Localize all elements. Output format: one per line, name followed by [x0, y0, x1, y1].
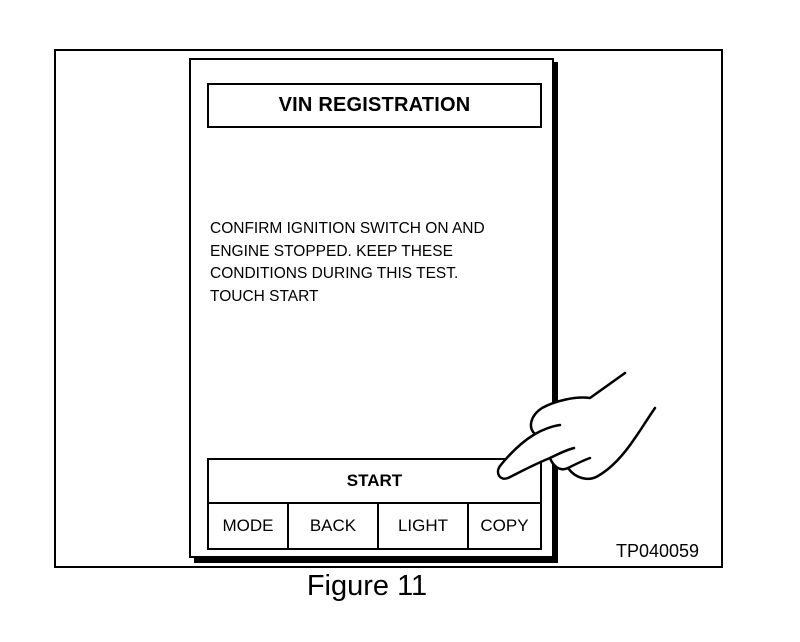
- back-button[interactable]: BACK: [289, 504, 379, 548]
- start-button[interactable]: START: [207, 458, 542, 502]
- instruction-message: CONFIRM IGNITION SWITCH ON AND ENGINE ST…: [210, 218, 545, 308]
- figure-reference-code: TP040059: [616, 541, 700, 561]
- copy-button[interactable]: COPY: [480, 516, 529, 535]
- function-button-row: MODE BACK LIGHT COPY: [207, 502, 542, 550]
- mode-button[interactable]: MODE: [209, 504, 289, 548]
- pointing-hand-icon: [496, 371, 657, 480]
- message-line: CONDITIONS DURING THIS TEST.: [210, 265, 459, 282]
- message-line: TOUCH START: [210, 287, 319, 305]
- light-button[interactable]: LIGHT: [379, 504, 469, 548]
- figure-caption: Figure 11: [306, 570, 428, 602]
- device-screen: VIN REGISTRATION CONFIRM IGNITION SWITCH…: [189, 58, 554, 558]
- message-line: CONFIRM IGNITION SWITCH ON AND: [210, 220, 485, 237]
- screen-title: VIN REGISTRATION: [207, 83, 542, 128]
- message-line: ENGINE STOPPED. KEEP THESE: [210, 242, 453, 260]
